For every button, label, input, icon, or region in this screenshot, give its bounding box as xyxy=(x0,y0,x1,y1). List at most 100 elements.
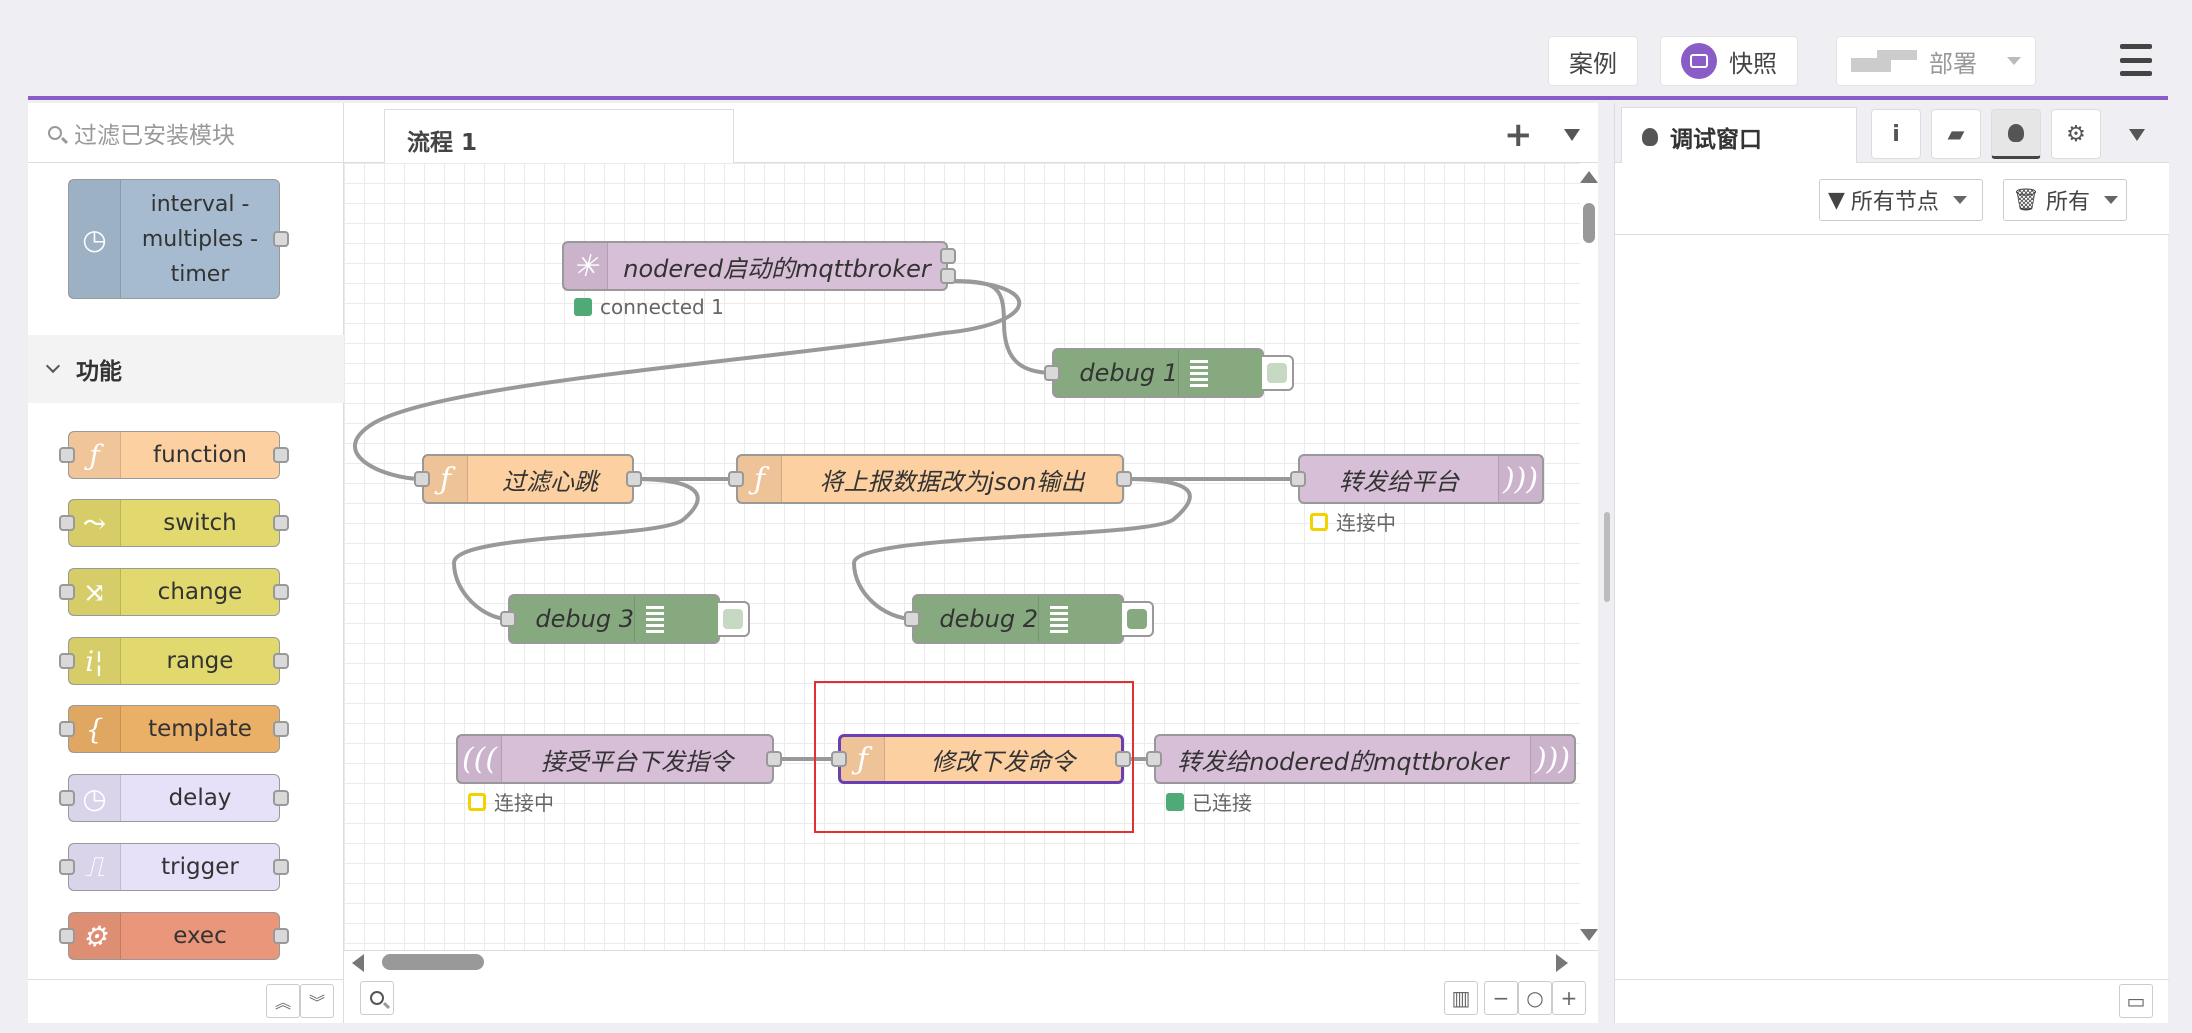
node-modify-command[interactable]: ƒ 修改下发命令 xyxy=(831,734,1131,784)
gear-icon[interactable]: ⚙ xyxy=(2051,109,2101,159)
examples-button[interactable]: 案例 xyxy=(1548,36,1638,86)
output-port[interactable] xyxy=(766,751,782,767)
header: 案例 快照 部署 xyxy=(28,0,2168,100)
deploy-button[interactable]: 部署 xyxy=(1836,36,2036,86)
node-filter-heartbeat[interactable]: ƒ 过滤心跳 xyxy=(414,454,642,504)
debug-2-toggle[interactable] xyxy=(1122,601,1154,637)
book-icon[interactable]: ▰ xyxy=(1931,109,1981,159)
filter-nodes-select[interactable]: ▼所有节点 xyxy=(1819,179,1983,221)
scroll-left-icon[interactable] xyxy=(352,954,364,972)
node-debug-1[interactable]: debug 1 xyxy=(1044,348,1264,398)
output-port[interactable] xyxy=(273,859,289,875)
scroll-up-icon[interactable] xyxy=(1580,171,1598,183)
output-port[interactable] xyxy=(273,790,289,806)
input-port[interactable] xyxy=(59,928,75,944)
input-port[interactable] xyxy=(59,447,75,463)
output-port[interactable] xyxy=(940,268,956,284)
output-port[interactable] xyxy=(1116,471,1132,487)
palette-node-switch[interactable]: ⤳switch xyxy=(59,499,289,547)
scroll-down-icon[interactable] xyxy=(1580,929,1598,941)
output-port[interactable] xyxy=(273,447,289,463)
cog-icon: ⚙ xyxy=(69,913,121,959)
output-port[interactable] xyxy=(273,231,289,247)
tab-flow-1[interactable]: 流程 1 xyxy=(384,109,734,165)
search-flows-icon[interactable] xyxy=(360,981,394,1015)
input-port[interactable] xyxy=(414,471,430,487)
zoom-reset-icon[interactable]: ○ xyxy=(1518,981,1552,1015)
info-icon[interactable]: i xyxy=(1871,109,1921,159)
output-port[interactable] xyxy=(940,248,956,264)
palette-filter-placeholder: 过滤已安装模块 xyxy=(74,122,235,149)
input-port[interactable] xyxy=(1146,751,1162,767)
output-port[interactable] xyxy=(273,584,289,600)
node-receive-platform[interactable]: ((( 接受平台下发指令 xyxy=(456,734,782,784)
palette-filter[interactable]: 过滤已安装模块 xyxy=(28,103,384,163)
palette-node-label: delay xyxy=(168,785,232,811)
node-mqtt-broker[interactable]: ✳ nodered启动的mqttbroker xyxy=(562,241,956,291)
palette-node-trigger[interactable]: ⎍trigger xyxy=(59,843,289,891)
monitor-icon[interactable]: ▭ xyxy=(2119,984,2153,1018)
collapse-all-icon[interactable]: ︽ xyxy=(266,984,300,1018)
expand-all-icon[interactable]: ︾ xyxy=(300,984,334,1018)
output-port[interactable] xyxy=(273,928,289,944)
deploy-dropdown-icon[interactable] xyxy=(2007,57,2021,65)
zoom-in-icon[interactable]: + xyxy=(1552,981,1586,1015)
node-debug-3[interactable]: debug 3 xyxy=(500,594,720,644)
output-port[interactable] xyxy=(1115,751,1131,767)
tabs-menu-icon[interactable] xyxy=(1564,129,1580,141)
output-port[interactable] xyxy=(273,653,289,669)
node-to-json[interactable]: ƒ 将上报数据改为json输出 xyxy=(728,454,1132,504)
status-text: 连接中 xyxy=(494,791,554,815)
snapshot-button[interactable]: 快照 xyxy=(1660,36,1798,86)
clear-select[interactable]: 🗑所有 xyxy=(2003,179,2127,221)
canvas-horizontal-scroll-thumb[interactable] xyxy=(382,954,484,970)
category-label: 功能 xyxy=(76,359,122,385)
palette-node-label: multiples - xyxy=(141,226,259,252)
flow-canvas[interactable]: ✳ nodered启动的mqttbroker connected 1 debug… xyxy=(344,163,1580,950)
node-label: 接受平台下发指令 xyxy=(541,747,733,776)
palette-node-change[interactable]: ⤨change xyxy=(59,568,289,616)
tab-debug[interactable]: 调试窗口 xyxy=(1621,107,1857,165)
debug-tab-icon[interactable] xyxy=(1991,109,2041,159)
canvas-scroll-thumb[interactable] xyxy=(1583,203,1595,243)
input-port[interactable] xyxy=(59,653,75,669)
input-port[interactable] xyxy=(59,721,75,737)
input-port[interactable] xyxy=(59,859,75,875)
palette-node-template[interactable]: {template xyxy=(59,705,289,753)
canvas-vertical-scrollbar[interactable] xyxy=(1580,163,1598,950)
input-port[interactable] xyxy=(728,471,744,487)
debug-list-icon xyxy=(1178,350,1218,396)
input-port[interactable] xyxy=(1044,365,1060,381)
navigator-map-icon[interactable]: ▥ xyxy=(1444,981,1478,1015)
output-port[interactable] xyxy=(626,471,642,487)
palette-node-delay[interactable]: ◷delay xyxy=(59,774,289,822)
category-function-header[interactable]: 功能 xyxy=(28,335,344,403)
node-forward-platform[interactable]: 转发给平台 ))) xyxy=(1290,454,1544,504)
sidebar-menu-icon[interactable] xyxy=(2129,129,2145,141)
input-port[interactable] xyxy=(904,611,920,627)
main-menu-button[interactable] xyxy=(2112,40,2160,80)
node-forward-nodered[interactable]: 转发给nodered的mqttbroker ))) xyxy=(1146,734,1576,784)
debug-1-toggle[interactable] xyxy=(1262,355,1294,391)
add-flow-icon[interactable]: + xyxy=(1504,115,1533,155)
palette-node-label: change xyxy=(157,579,243,605)
input-port[interactable] xyxy=(59,790,75,806)
scroll-right-icon[interactable] xyxy=(1556,954,1568,972)
zoom-out-icon[interactable]: − xyxy=(1484,981,1518,1015)
sidebar-resize-handle[interactable] xyxy=(1604,512,1610,602)
palette-node-exec[interactable]: ⚙exec xyxy=(59,912,289,960)
snapshot-label: 快照 xyxy=(1729,49,1777,78)
debug-3-toggle[interactable] xyxy=(718,601,750,637)
input-port[interactable] xyxy=(59,584,75,600)
palette-node-interval[interactable]: ◷ interval - multiples - timer xyxy=(68,179,289,299)
node-debug-2[interactable]: debug 2 xyxy=(904,594,1124,644)
input-port[interactable] xyxy=(831,751,847,767)
sidebar-footer: ▭ xyxy=(1615,979,2169,1023)
output-port[interactable] xyxy=(273,515,289,531)
palette-node-range[interactable]: i¦range xyxy=(59,637,289,685)
input-port[interactable] xyxy=(1290,471,1306,487)
input-port[interactable] xyxy=(59,515,75,531)
input-port[interactable] xyxy=(500,611,516,627)
output-port[interactable] xyxy=(273,721,289,737)
